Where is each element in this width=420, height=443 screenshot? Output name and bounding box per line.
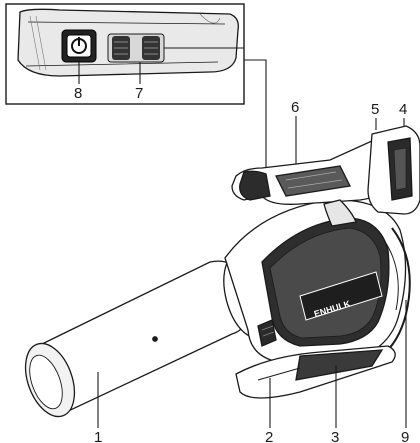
callout-2: 2 [265,429,273,443]
callout-1: 1 [94,429,102,443]
callout-leaders [97,116,407,428]
inset-label-8: 8 [74,85,82,102]
callout-4: 4 [399,101,407,118]
power-button-icon [61,29,97,63]
inset-label-7: 7 [135,85,143,102]
callout-3: 3 [331,429,339,443]
blower-body [24,125,420,418]
callout-9: 9 [401,429,409,443]
callout-6: 6 [291,99,299,116]
inset-panel: 8 7 [5,3,245,105]
inset-connector [244,59,267,178]
callout-5: 5 [371,101,379,118]
speed-switch-icon [107,33,165,63]
